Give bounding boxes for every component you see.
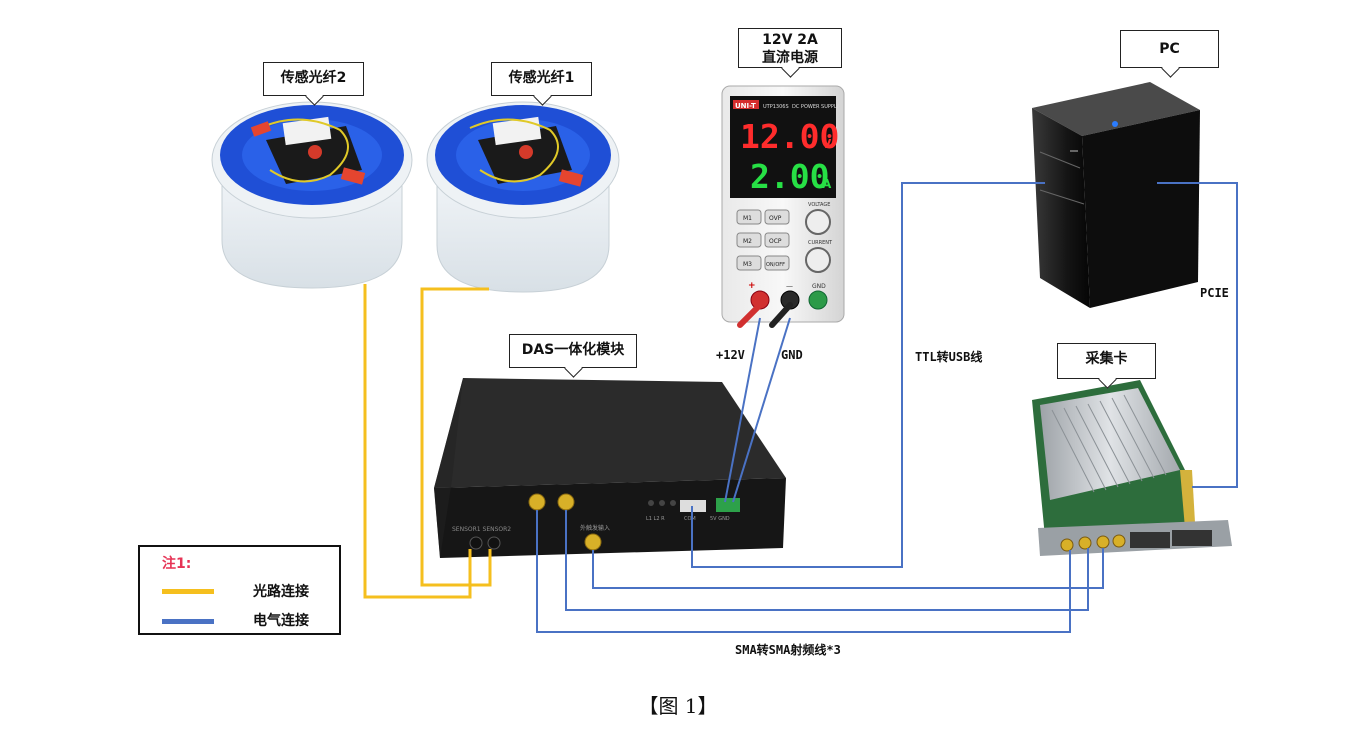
label-ttl-usb: TTL转USB线	[915, 348, 982, 365]
psu-current-knob-label: CURRENT	[808, 240, 833, 246]
legend-electrical-swatch	[162, 619, 214, 624]
legend-electrical-label: 电气连接	[253, 610, 309, 630]
figure-caption: 【图 1】	[0, 690, 1356, 719]
legend-title: 注1:	[162, 553, 191, 573]
acquisition-card	[1032, 380, 1232, 556]
legend-optical-label: 光路连接	[253, 581, 309, 601]
callout-pc: PC	[1120, 30, 1219, 68]
das-trigger-label: 外触发输入	[580, 524, 610, 532]
psu-current-readout: 2.00	[750, 157, 829, 196]
psu-type: DC POWER SUPPLY	[792, 104, 840, 110]
das-sensor-ports-label: SENSOR1 SENSOR2	[452, 526, 511, 533]
callout-fiber1: 传感光纤1	[491, 62, 592, 96]
psu-voltage-unit: V	[822, 137, 832, 151]
psu-btn-ovp: OVP	[769, 215, 782, 222]
psu-minus-label: —	[786, 282, 793, 290]
label-sma-cables: SMA转SMA射频线*3	[735, 641, 841, 658]
callout-daq: 采集卡	[1057, 343, 1156, 379]
legend-optical-swatch	[162, 589, 214, 594]
callout-das-text: DAS一体化模块	[522, 342, 625, 358]
psu-btn-ocp: OCP	[769, 238, 782, 245]
das-com-label: COM	[684, 516, 696, 522]
das-pwr-label: 5V GND	[710, 516, 730, 522]
callout-fiber1-text: 传感光纤1	[509, 70, 575, 86]
psu-btn-m1: M1	[743, 215, 752, 222]
label-pcie: PCIE	[1200, 286, 1229, 300]
label-gnd: GND	[781, 348, 803, 362]
psu-gnd-terminal	[809, 291, 827, 309]
callout-fiber2-text: 传感光纤2	[281, 70, 347, 86]
fiber-reel-2	[212, 102, 412, 288]
label-plus12v: +12V	[716, 348, 745, 362]
callout-pc-text: PC	[1159, 41, 1180, 57]
psu-btn-m2: M2	[743, 238, 752, 245]
psu-voltage-knob	[806, 210, 830, 234]
psu-brand: UNI-T	[735, 102, 756, 110]
psu-model: UTP1306S	[763, 104, 789, 110]
das-module: SENSOR1 SENSOR2 外触发输入 L1 L2 R COM 5V GND	[434, 378, 786, 558]
psu-btn-onoff: ON/OFF	[766, 262, 785, 268]
psu-gnd-label: GND	[812, 283, 826, 290]
legend-box: 注1: 光路连接 电气连接	[138, 545, 341, 635]
psu-current-unit: A	[822, 177, 832, 191]
callout-psu: 12V 2A 直流电源	[738, 28, 842, 68]
callout-psu-line1: 12V 2A	[739, 31, 841, 49]
power-supply: UNI-T UTP1306S DC POWER SUPPLY 12.00 V 2…	[722, 86, 844, 325]
callout-fiber2: 传感光纤2	[263, 62, 364, 96]
das-led-labels: L1 L2 R	[646, 516, 665, 522]
callout-das: DAS一体化模块	[509, 334, 637, 368]
psu-voltage-knob-label: VOLTAGE	[808, 202, 830, 208]
psu-current-knob	[806, 248, 830, 272]
fiber-reel-1	[427, 102, 619, 292]
callout-daq-text: 采集卡	[1086, 351, 1128, 367]
psu-plus-label: +	[748, 281, 756, 291]
psu-btn-m3: M3	[743, 261, 752, 268]
